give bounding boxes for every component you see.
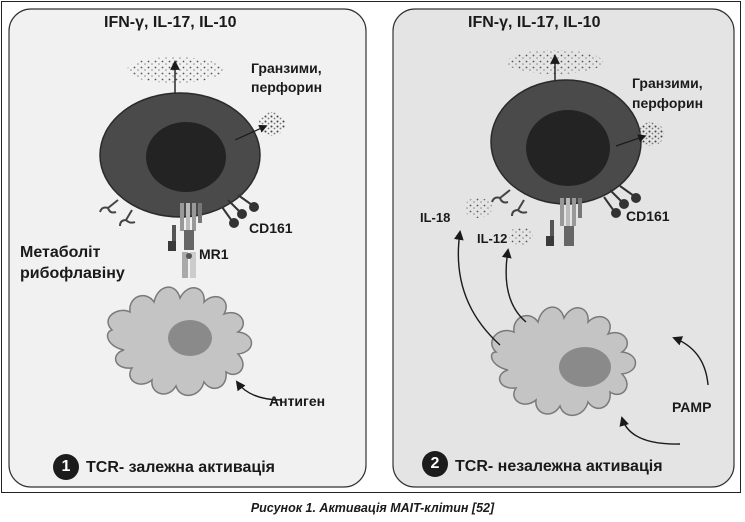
tcr-complex xyxy=(168,203,202,251)
surface-receptors xyxy=(491,189,528,217)
left-cd161-label: CD161 xyxy=(249,220,293,236)
step-badge-2: 2 xyxy=(422,451,448,477)
riboflavin-metabolite-dot xyxy=(186,253,192,259)
right-mode-label: TCR- незалежна активація xyxy=(455,458,663,475)
dendritic-nucleus xyxy=(559,347,611,387)
granzyme-arrow xyxy=(234,124,268,141)
right-granzymes-label-2: перфорин xyxy=(632,95,704,111)
il18-label: IL-18 xyxy=(420,210,451,225)
dendritic-cell-right xyxy=(490,306,637,416)
il12-arrow xyxy=(501,248,527,323)
figure-frame xyxy=(1,1,741,493)
step-badge-1: 1 xyxy=(53,454,79,480)
metabolite-label-2: рибофлавіну xyxy=(20,265,125,282)
il12-cloud xyxy=(509,227,533,245)
panel-tcr-independent xyxy=(392,8,735,488)
left-cytokines-label: IFN-γ, IL-17, IL-10 xyxy=(104,14,237,31)
granzyme-cloud xyxy=(259,112,285,136)
panel-tcr-dependent xyxy=(8,8,367,488)
dendritic-nucleus xyxy=(168,320,212,356)
antigen-label: Антиген xyxy=(269,393,326,409)
figure-caption: Рисунок 1. Активація MAIT-клітин [52] xyxy=(250,501,495,515)
antigen-arrow xyxy=(235,380,283,401)
mait-cell xyxy=(99,92,261,218)
granzyme-arrow xyxy=(615,134,647,147)
metabolite-label-1: Метаболіт xyxy=(20,244,101,261)
dendritic-cell-left xyxy=(106,286,253,396)
il18-cloud xyxy=(464,198,492,218)
il18-arrow xyxy=(454,230,501,346)
pamp-arrow-lower xyxy=(619,416,681,445)
pamp-arrow-upper xyxy=(672,336,709,386)
pamp-label: PAMP xyxy=(672,399,712,415)
right-cd161-label: CD161 xyxy=(626,208,670,224)
mr1-molecule xyxy=(182,252,196,278)
tcr-complex xyxy=(546,198,582,246)
right-granzymes-label-1: Гранзими, xyxy=(632,75,703,91)
surface-receptors xyxy=(99,199,136,227)
left-mode-label: TCR- залежна активація xyxy=(86,459,276,476)
mait-nucleus xyxy=(526,110,610,186)
left-granzymes-label-2: перфорин xyxy=(251,79,323,95)
left-granzymes-label-1: Гранзими, xyxy=(251,60,322,76)
mait-cell xyxy=(490,79,642,205)
cd161-receptor xyxy=(221,194,259,228)
mait-nucleus xyxy=(146,122,226,192)
cd161-receptor xyxy=(603,185,641,218)
mr1-label: MR1 xyxy=(199,246,229,262)
il12-label: IL-12 xyxy=(477,231,508,246)
right-cytokines-label: IFN-γ, IL-17, IL-10 xyxy=(468,14,601,31)
granzyme-cloud xyxy=(638,122,664,146)
